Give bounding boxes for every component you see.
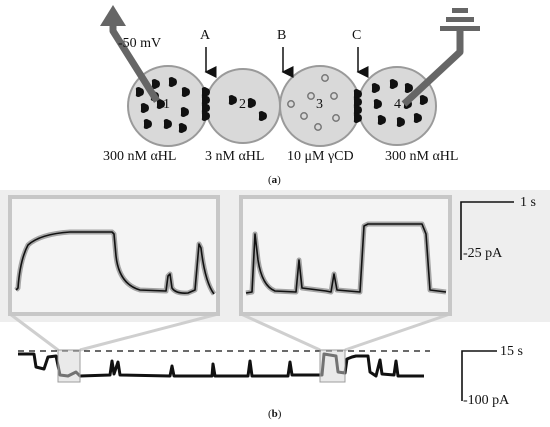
junction-label-a: A <box>200 28 211 43</box>
droplet-1-number: 1 <box>163 97 170 112</box>
droplet-1-contents: 300 nM αHL <box>103 149 177 164</box>
inset-time-scale: 1 s <box>520 195 536 210</box>
inset-left-frame <box>8 195 220 316</box>
droplet-schematic <box>100 5 480 147</box>
inset-right-trace <box>245 221 447 296</box>
zoom-box-right <box>319 349 346 383</box>
zoom-connectors <box>9 312 451 352</box>
droplet-3-number: 3 <box>316 97 323 112</box>
droplet-2-number: 2 <box>239 97 246 112</box>
cyclodextrin-droplet-3 <box>287 74 340 131</box>
trace-scale-bar <box>461 350 497 401</box>
inset-scale-bar <box>460 201 514 260</box>
junction-label-b: B <box>277 28 287 43</box>
droplet-2-contents: 3 nM αHL <box>205 149 265 164</box>
left-electrode <box>100 5 160 103</box>
inset-current-scale: -25 pA <box>463 246 503 261</box>
trace-time-scale: 15 s <box>500 344 523 359</box>
droplet-3-contents: 10 μM γCD <box>287 149 354 164</box>
right-electrode-ground <box>401 8 480 107</box>
zoom-box-left <box>57 349 81 383</box>
voltage-label: -50 mV <box>118 36 162 51</box>
droplet-4-number: 4 <box>394 97 401 112</box>
droplet-4-contents: 300 nM αHL <box>385 149 459 164</box>
trace-current-scale: -100 pA <box>463 393 510 408</box>
panel-a-caption: (a) <box>268 174 281 186</box>
inset-left-trace <box>14 229 217 296</box>
junction-label-c: C <box>352 28 362 43</box>
current-traces <box>0 190 550 401</box>
panel-b-caption: (b) <box>268 408 282 420</box>
inset-right-frame <box>239 195 452 316</box>
